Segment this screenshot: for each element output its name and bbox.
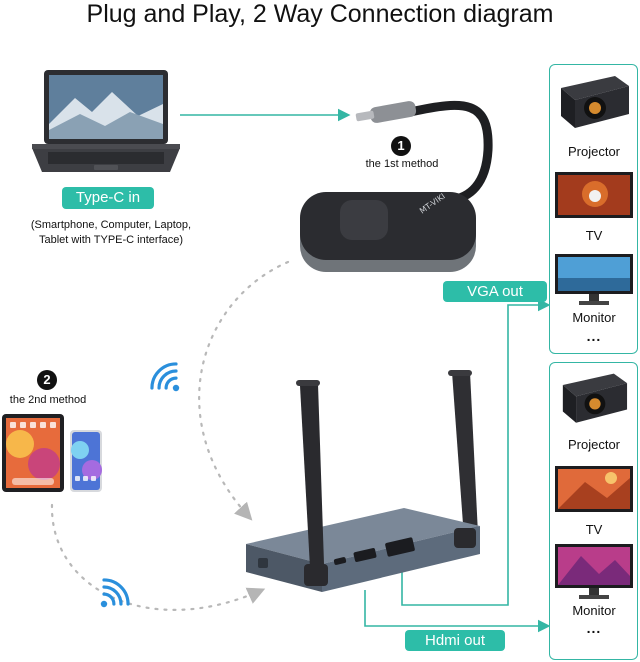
vga-tv-label: TV	[551, 228, 637, 243]
vga-projector-label: Projector	[551, 144, 637, 159]
smartphone-icon	[70, 430, 102, 492]
hdmi-monitor-label: Monitor	[551, 603, 637, 618]
laptop-icon	[30, 68, 182, 178]
tv-icon	[555, 464, 633, 516]
tablet-icon	[2, 414, 64, 494]
type-c-in-badge: Type-C in	[62, 187, 154, 209]
type-c-transmitter: MT-VIKI	[290, 80, 500, 280]
vga-more-indicator: ...	[551, 328, 637, 344]
monitor-icon	[555, 544, 633, 600]
input-note-line2: Tablet with TYPE-C interface)	[16, 234, 206, 246]
method2-number-badge: 2	[37, 370, 57, 390]
dotted-path-phone-receiver	[52, 505, 262, 610]
input-note-line1: (Smartphone, Computer, Laptop,	[16, 219, 206, 231]
hdmi-projector-label: Projector	[551, 437, 637, 452]
projector-icon	[555, 368, 633, 436]
monitor-icon	[555, 254, 633, 306]
hdmi-more-indicator: ...	[551, 620, 637, 636]
vga-out-badge: VGA out	[443, 281, 547, 302]
method1-label: the 1st method	[352, 158, 452, 170]
vga-monitor-label: Monitor	[551, 310, 637, 325]
projector-icon	[555, 70, 633, 142]
hdmi-tv-label: TV	[551, 522, 637, 537]
method2-label: the 2nd method	[0, 394, 96, 406]
receiver-box	[240, 368, 490, 598]
wifi-icon	[90, 575, 133, 618]
method1-number-badge: 1	[391, 136, 411, 156]
hdmi-out-badge: Hdmi out	[405, 630, 505, 651]
tv-icon	[555, 170, 633, 222]
wifi-icon	[147, 359, 190, 402]
